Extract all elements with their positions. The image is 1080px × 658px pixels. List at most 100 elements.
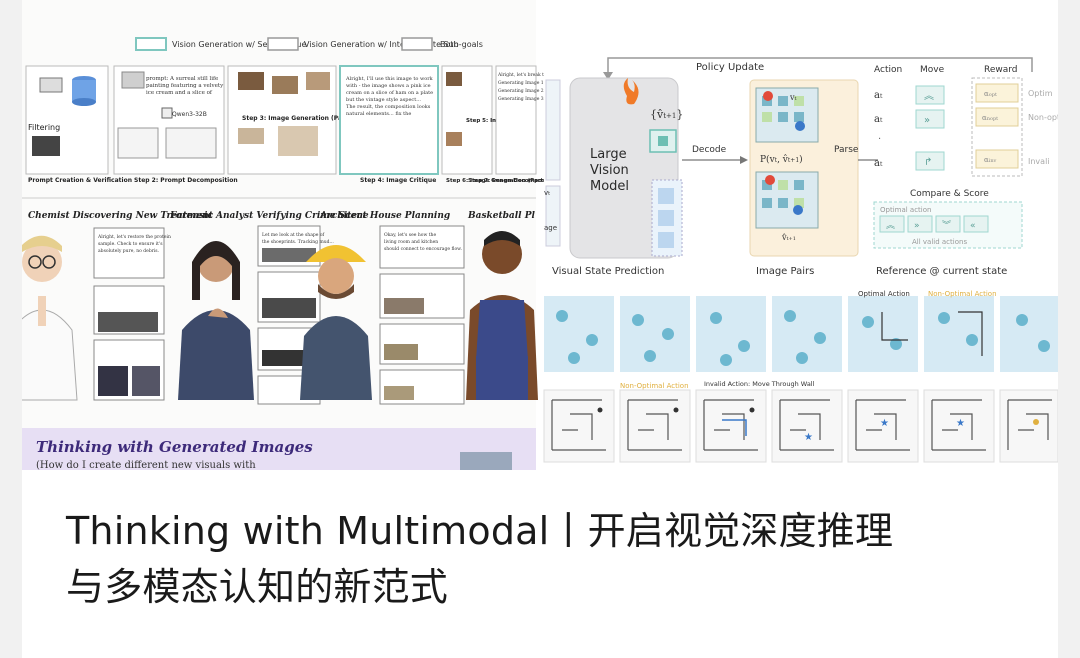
chemist-panels: Alright, let's restore the protein sampl… — [93, 227, 171, 401]
bottom-banner-subtitle: (How do I create different new visuals w… — [36, 460, 256, 470]
move-header: Move — [920, 65, 945, 75]
model-label-line3: Model — [590, 179, 629, 194]
move-turn-icon — [915, 151, 945, 171]
svg-text:αopt: αopt — [984, 90, 997, 98]
maze-row: ★ ★ ★ — [543, 389, 1058, 463]
svg-text:vt: vt — [544, 189, 550, 197]
model-block — [569, 77, 679, 259]
svg-text:{v̂t+1}: {v̂t+1} — [650, 108, 683, 121]
svg-text:at: at — [874, 90, 883, 101]
svg-text:★: ★ — [804, 432, 813, 443]
step3-label: Step 3: Image Generation (Part 1) — [242, 115, 357, 122]
step4-label: Step 4: Image Critique — [360, 177, 436, 184]
policy-update-label: Policy Update — [696, 62, 764, 73]
grid-label-nonoptimal-2: Non-Optimal Action — [620, 382, 689, 390]
pipeline-box-7 — [495, 65, 537, 175]
svg-text:Okay, let's see how the: Okay, let's see how the — [384, 232, 436, 238]
grid-label-nonoptimal-1: Non-Optimal Action — [928, 290, 997, 298]
legend-both: Both — [440, 40, 459, 49]
reward-header: Reward — [984, 65, 1018, 75]
step6-label: Step 6: Image Generation (Part 3) — [446, 178, 552, 184]
svg-text:v̂t+1: v̂t+1 — [781, 233, 796, 242]
svg-text:Generating Image 1: Velvety Ic: Generating Image 1: Velvety Ice — [498, 80, 572, 86]
svg-text:natural elements... fix the: natural elements... fix the — [346, 111, 411, 117]
model-label-line2: Vision — [590, 163, 629, 178]
svg-text:«: « — [970, 221, 976, 231]
move-right-icon — [915, 109, 945, 129]
reference-caption: Reference @ current state — [876, 266, 1007, 277]
right-figure: Policy Update age vt Large Vision Model … — [543, 0, 1058, 470]
scene-title-forensic: Forensic Analyst Verifying Crime Scene — [169, 211, 369, 221]
reward-label-nonoptimal: Non-optim — [1028, 113, 1058, 122]
svg-text:︾: ︾ — [942, 220, 951, 231]
svg-text:Alright, let's break this down: Alright, let's break this down... — [497, 72, 569, 78]
svg-text:the shoeprints. Tracking mud..: the shoeprints. Tracking mud... — [262, 239, 334, 245]
svg-text:·: · — [878, 134, 881, 145]
svg-text:but the vintage style aspect..: but the vintage style aspect... — [346, 97, 421, 103]
grid-label-optimal: Optimal Action — [858, 290, 910, 298]
svg-text:cream on a slice of ham on a p: cream on a slice of ham on a plate — [346, 90, 433, 96]
cover-image[interactable]: Vision Generation w/ Self-Critique Visio… — [22, 0, 1058, 470]
svg-text:Generating Image 2: Smoky Ham: Generating Image 2: Smoky Ham — [498, 88, 575, 94]
svg-text:with - the image shows a pink: with - the image shows a pink ice — [346, 83, 431, 89]
svg-text:ice cream and a slice of: ice cream and a slice of — [146, 90, 213, 96]
headline-line-2: 与多模态认知的新范式 — [66, 565, 449, 609]
step5-label: Step 5: Image — [466, 118, 510, 124]
reward-label-optimal: Optim — [1028, 89, 1053, 98]
svg-text:P(vt, v̂t+1): P(vt, v̂t+1) — [760, 154, 803, 165]
architect-illustration — [300, 245, 372, 400]
grid-label-invalid: Invalid Action: Move Through Wall — [704, 380, 815, 388]
step7-label: Step 7: Image Decomposition for Visual T… — [468, 178, 620, 184]
bottom-banner — [22, 428, 536, 470]
svg-text:at: at — [874, 158, 883, 169]
architect-panels: Okay, let's see how the living room and … — [379, 225, 465, 405]
ice-grid-row — [544, 296, 1058, 372]
book-icon — [39, 77, 63, 93]
filter-image — [32, 136, 60, 156]
legend-swatch-both — [401, 37, 433, 51]
svg-text:»: » — [914, 221, 920, 231]
svg-text:age: age — [544, 224, 557, 232]
move-up-icon — [915, 85, 945, 105]
scene-title-basketball: Basketball Pl — [467, 211, 535, 221]
svg-text:living room and kitchen: living room and kitchen — [384, 239, 438, 245]
svg-text:absolutely pure, no debris.: absolutely pure, no debris. — [98, 248, 160, 254]
left-figure: Vision Generation w/ Self-Critique Visio… — [22, 0, 620, 470]
article-headline[interactable]: Thinking with Multimodal丨开启视觉深度推理 与多模态认知… — [66, 503, 1026, 615]
chemist-illustration — [22, 235, 78, 401]
scene-title-chemist: Chemist Discovering New Treatment — [28, 211, 214, 221]
svg-text:should connect to encourage fl: should connect to encourage flow. — [384, 246, 462, 252]
decode-label: Decode — [692, 145, 727, 155]
svg-text:The result, the composition lo: The result, the composition looks — [346, 104, 431, 110]
svg-text:Alright, let's restore the pro: Alright, let's restore the protein — [97, 234, 171, 240]
bottom-banner-title: Thinking with Generated Images — [36, 438, 313, 456]
svg-text:︽: ︽ — [886, 221, 895, 231]
forensic-illustration — [178, 241, 254, 400]
svg-text:↱: ↱ — [924, 157, 932, 168]
banner-thumbnail — [460, 452, 512, 470]
svg-text:vt: vt — [789, 93, 797, 102]
legend-subgoals: Vision Generation w/ Intermediate Sub-go… — [304, 40, 483, 49]
filtering-label: Filtering — [28, 123, 60, 132]
legend-swatch-self-critique — [135, 37, 167, 51]
location-pin-icon — [763, 91, 773, 101]
svg-text:︽: ︽ — [924, 91, 934, 102]
scene-title-architect: Architect House Planning — [319, 211, 450, 221]
svg-text:Generating Image 3: Vintage: Generating Image 3: Vintage — [498, 96, 565, 102]
article-card[interactable]: Vision Generation w/ Self-Critique Visio… — [22, 0, 1058, 658]
svg-text:αnopt: αnopt — [982, 114, 998, 122]
cover-collage: Vision Generation w/ Self-Critique Visio… — [22, 0, 1058, 470]
reward-label-invalid: Invali — [1028, 157, 1050, 166]
legend-self-critique: Vision Generation w/ Self-Critique — [172, 40, 306, 49]
valid-actions-label: All valid actions — [912, 238, 967, 246]
action-header: Action — [874, 65, 902, 75]
svg-text:Alright, I'll use this image t: Alright, I'll use this image to work — [345, 76, 434, 82]
prompt-text: prompt: A surreal still life — [146, 76, 218, 82]
svg-text:Let me look at the shape of: Let me look at the shape of — [262, 232, 325, 238]
parse-label: Parse — [834, 145, 859, 155]
step1-label: Prompt Creation & Verification — [28, 177, 132, 184]
basketball-illustration — [466, 231, 538, 400]
fire-icon — [623, 78, 639, 105]
pipeline-box-4 — [339, 65, 439, 175]
svg-text:at: at — [874, 114, 883, 125]
